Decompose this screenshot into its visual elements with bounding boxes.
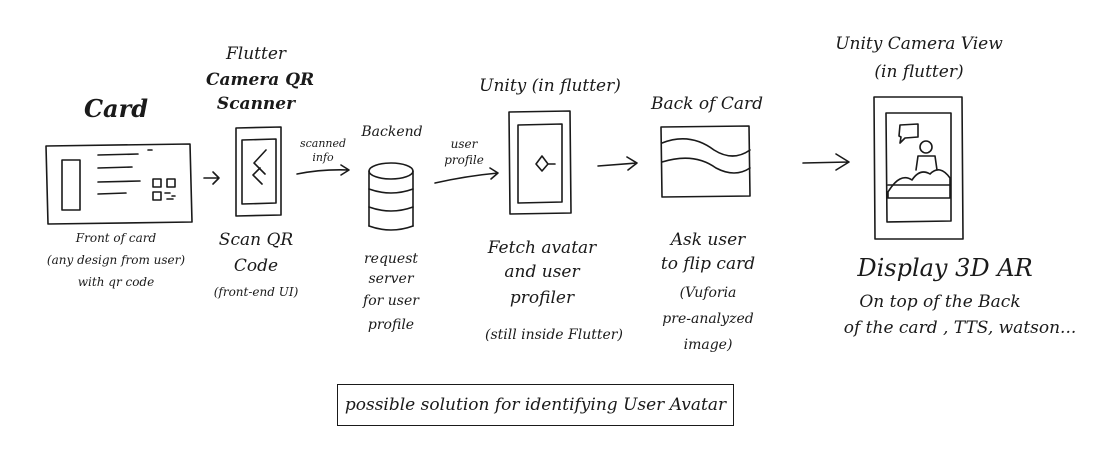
cameraview-caption-line-2: On top of the Back [859, 292, 1021, 312]
speech-bubble-icon [899, 124, 918, 143]
cameraview-title-line-1: Unity Camera View [835, 34, 1003, 54]
backend-caption-line-3: for user [363, 293, 419, 309]
arrow-backend-to-unity [435, 168, 498, 183]
backend-caption-line-2: server [368, 271, 414, 287]
card-caption-line-1: Front of card [75, 231, 157, 245]
scanner-caption-line-1: Scan QR [218, 230, 294, 250]
scanner-phone-sketch [236, 127, 281, 216]
backend-database-sketch [369, 163, 413, 230]
backcard-caption-line-1: Ask user [670, 230, 746, 250]
backcard-caption-line-2: to flip card [660, 254, 756, 274]
card-title: Card [83, 94, 149, 123]
camera-view-phone-sketch [874, 97, 963, 239]
edge-label-profile: profile [444, 153, 484, 167]
edge-label-scanned: scanned [299, 137, 347, 150]
backcard-title: Back of Card [651, 94, 763, 114]
scanner-caption-line-3: (front-end UI) [213, 285, 299, 299]
unity-logo-icon [536, 156, 555, 171]
backend-caption-line-4: profile [367, 317, 415, 333]
card-front-sketch [46, 144, 192, 224]
arrow-unity-to-backcard [598, 157, 637, 170]
unity-caption-line-2: and user [504, 262, 580, 282]
flutter-logo-icon [253, 150, 266, 184]
arrow-backcard-to-cameraview [803, 154, 849, 170]
scanner-title-line-1: Flutter [225, 44, 287, 64]
arrow-card-to-scanner [204, 172, 219, 184]
scanner-caption-line-2: Code [233, 256, 279, 276]
unity-caption-line-1: Fetch avatar [487, 238, 597, 258]
unity-phone-sketch [509, 111, 571, 214]
backcard-caption-line-3: (Vuforia [679, 285, 737, 301]
footer-caption-box: possible solution for identifying User A… [337, 384, 734, 426]
unity-caption-line-4: (still inside Flutter) [485, 327, 623, 343]
back-of-card-sketch [661, 126, 750, 197]
unity-caption-line-3: profiler [509, 288, 575, 308]
footer-caption: possible solution for identifying User A… [344, 395, 727, 415]
cameraview-caption-line-3: of the card , TTS, watson... [843, 318, 1077, 338]
edge-label-info: info [312, 151, 334, 164]
qr-code-icon [153, 179, 175, 200]
backcard-caption-line-4: pre-analyzed [662, 311, 754, 327]
cameraview-title-line-2: (in flutter) [874, 62, 964, 82]
arrow-scanner-to-backend [297, 165, 349, 175]
scanner-title-line-3: Scanner [216, 94, 296, 114]
card-caption-line-2: (any design from user) [46, 253, 186, 267]
backend-caption-line-1: request [363, 251, 419, 267]
edge-label-user: user [450, 137, 478, 151]
cameraview-caption-line-1: Display 3D AR [857, 254, 1033, 282]
scanner-title-line-2: Camera QR [206, 70, 315, 90]
backcard-caption-line-5: image) [683, 337, 733, 353]
backend-title: Backend [361, 124, 423, 140]
card-caption-line-3: with qr code [77, 275, 155, 289]
unity-title: Unity (in flutter) [479, 76, 621, 96]
avatar-head-icon [920, 141, 932, 153]
